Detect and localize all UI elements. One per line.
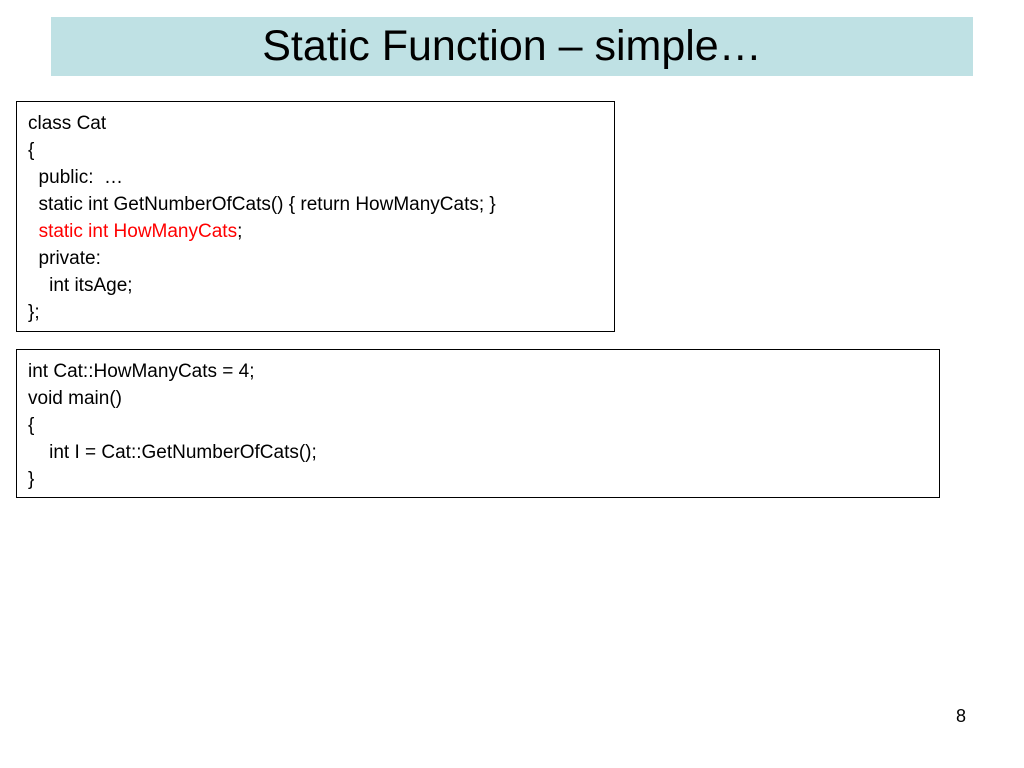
code-line: private: <box>28 248 101 269</box>
code-line: { <box>28 140 35 161</box>
code-line: int itsAge; <box>28 275 133 296</box>
static-member-declaration: static int HowManyCats <box>38 221 238 242</box>
code-line: } <box>28 469 35 490</box>
page-number: 8 <box>955 706 966 726</box>
code-indent <box>28 221 39 242</box>
code-line: void main() <box>28 388 122 409</box>
slide-title: Static Function – simple… <box>262 22 762 70</box>
code-semicolon: ; <box>237 221 243 242</box>
code-line: class Cat <box>28 113 107 134</box>
code-line: int Cat::HowManyCats = 4; <box>28 361 255 382</box>
class-definition-code-box: class Cat { public: … static int GetNumb… <box>16 101 615 332</box>
code-line: public: … <box>28 167 124 188</box>
title-bar: Static Function – simple… <box>51 17 973 76</box>
code-line: }; <box>28 302 40 323</box>
code-line: { <box>28 415 35 436</box>
highlighted-code-line: static int HowManyCats; <box>28 218 614 245</box>
code-line: static int GetNumberOfCats() { return Ho… <box>28 194 496 215</box>
code-line: int I = Cat::GetNumberOfCats(); <box>28 442 317 463</box>
main-function-code-box: int Cat::HowManyCats = 4; void main() { … <box>16 349 940 498</box>
